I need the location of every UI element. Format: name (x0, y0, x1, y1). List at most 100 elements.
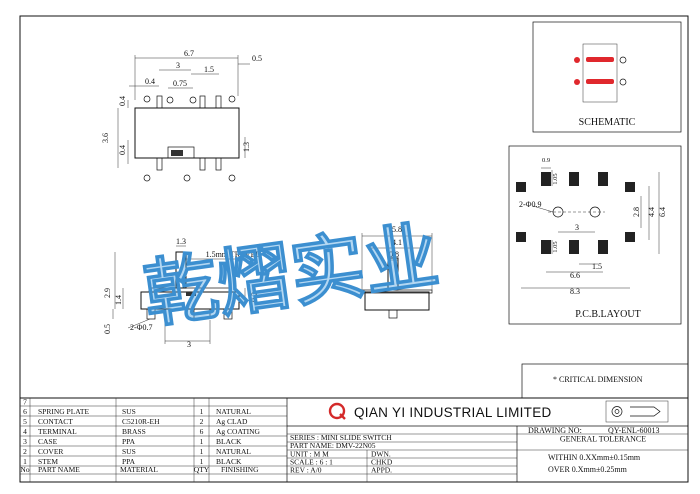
schematic-outline (582, 43, 618, 103)
watermark-text: 乾熠实业 (139, 212, 444, 338)
dim-right-height: 0.2 (250, 292, 259, 302)
pcb-pad (541, 172, 551, 186)
pcb-title: P.C.B.LAYOUT (575, 309, 640, 320)
bom-cell: COVER (38, 447, 63, 456)
bom-cell: TERMINAL (38, 427, 77, 436)
unit-label: UNIT : M M (290, 450, 329, 459)
part-name-label: PART NAME: DMV-22N05 (290, 441, 376, 450)
bom-cell: Ag COATING (216, 427, 261, 436)
dim-total-width: 6.7 (184, 49, 194, 58)
tolerance-within: WITHIN 0.XXmm±0.15mm (548, 453, 641, 462)
pcb-dim-pad-h: 1.05 (552, 173, 559, 184)
bom-cell: CONTACT (38, 417, 73, 426)
bom-cell: 4 (23, 427, 27, 436)
dim-center: 3 (176, 61, 180, 70)
bom-header: FINISHING (221, 465, 259, 474)
pcb-dim-inner-x: 6.6 (570, 271, 580, 280)
bottom-border (19, 397, 689, 483)
pcb-pad (541, 240, 551, 254)
bom-cell: BLACK (216, 457, 242, 466)
side-view-lead (388, 309, 398, 319)
dim-height-top: 0.4 (118, 96, 127, 106)
pcb-box (508, 145, 682, 325)
top-pin (199, 95, 206, 109)
bom-header: No (20, 465, 29, 474)
top-peg (166, 96, 174, 104)
pcb-pad (625, 232, 635, 242)
bom-cell: 1 (200, 407, 204, 416)
pcb-pad (598, 240, 608, 254)
bom-header: MATERIAL (120, 465, 158, 474)
bottom-peg (143, 174, 151, 182)
pcb-dim-pad-w: 0.9 (542, 157, 550, 164)
general-tolerance: GENERAL TOLERANCE (560, 435, 646, 444)
rev-label: REV : A/0 (290, 466, 322, 475)
dim-right-height: 1.3 (242, 142, 251, 152)
bom-cell: 2 (200, 417, 204, 426)
bottom-pin (215, 157, 222, 171)
pcb-dim-hole: 2-Φ0.9 (519, 200, 542, 209)
pcb-dim-pitch-y: 2.8 (632, 207, 641, 217)
bom-cell: 1 (23, 457, 27, 466)
bom-cell: PPA (122, 457, 136, 466)
pcb-pad (516, 232, 526, 242)
schematic-contact (586, 79, 614, 84)
bom-cell: Ag CLAD (216, 417, 248, 426)
front-view-stem (186, 292, 196, 296)
bom-cell: 1 (200, 437, 204, 446)
dim-side-total: 5.8 (392, 225, 402, 234)
pcb-pad (598, 172, 608, 186)
appd-label: APPD. (371, 466, 392, 475)
bom-cell: CASE (38, 437, 58, 446)
bom-cell: NATURAL (216, 407, 251, 416)
bom-cell: 7 (23, 398, 27, 407)
drawing-no-label: DRAWING NO: (528, 426, 582, 435)
top-view-body (134, 107, 240, 159)
bom-cell: 6 (200, 427, 204, 436)
dim-knob-width: 1.3 (176, 237, 186, 246)
top-view-slot (167, 146, 195, 159)
dim-side-body: 4.1 (392, 238, 402, 247)
dim-spacing: 0.75 (173, 79, 187, 88)
tolerance-over: OVER 0.Xmm±0.25mm (548, 465, 628, 474)
dim-lead: 0.5 (103, 324, 112, 334)
company-stamp (605, 400, 669, 423)
pcb-pad (569, 240, 579, 254)
dim-leader (127, 318, 151, 329)
dim-travel: 1.5mm TRAVEL (206, 250, 261, 259)
schematic-terminal (619, 78, 627, 86)
company-logo (328, 402, 346, 420)
critical-dimension-note: * CRITICAL DIMENSION (553, 375, 643, 384)
dim-left-offset: 0.4 (145, 77, 155, 86)
top-peg (228, 95, 236, 103)
schematic-terminal-red (574, 57, 580, 63)
bottom-peg (183, 174, 191, 182)
bom-header: QTY (194, 465, 210, 474)
bom-header: PART NAME (38, 465, 80, 474)
bom-cell: SUS (122, 447, 136, 456)
bom-cell: 2 (23, 447, 27, 456)
front-view-peg (146, 308, 156, 320)
schematic-contact (586, 57, 614, 62)
pcb-dim-total-y: 6.4 (658, 207, 667, 217)
front-view: 1.3 1.5mm TRAVEL 2.9 1.4 0.5 2-Φ0.7 0.2 … (103, 237, 261, 349)
top-pin (215, 95, 222, 109)
bom-cell: 6 (23, 407, 27, 416)
bom-cell: 5 (23, 417, 27, 426)
pcb-pad (625, 182, 635, 192)
top-peg (143, 95, 151, 103)
dim-width: 3 (187, 340, 191, 349)
bottom-tables: 7 6 SPRING PLATE SUS 1 NATURAL 5 CONTACT… (19, 397, 689, 483)
bom-cell: STEM (38, 457, 58, 466)
front-view-peg (223, 308, 233, 320)
company-name: QIAN YI INDUSTRIAL LIMITED (354, 405, 552, 420)
bom-cell: 3 (23, 437, 27, 446)
schematic-terminal (619, 56, 627, 64)
bom-table: 7 6 SPRING PLATE SUS 1 NATURAL 5 CONTACT… (20, 398, 288, 482)
dim-side-knob: 0.8 (389, 250, 399, 259)
dim-total-height: 2.9 (103, 288, 112, 298)
stamp-icon (614, 409, 620, 414)
pcb-dim-hole-spacing: 3 (575, 223, 579, 232)
bom-cell: BRASS (122, 427, 146, 436)
